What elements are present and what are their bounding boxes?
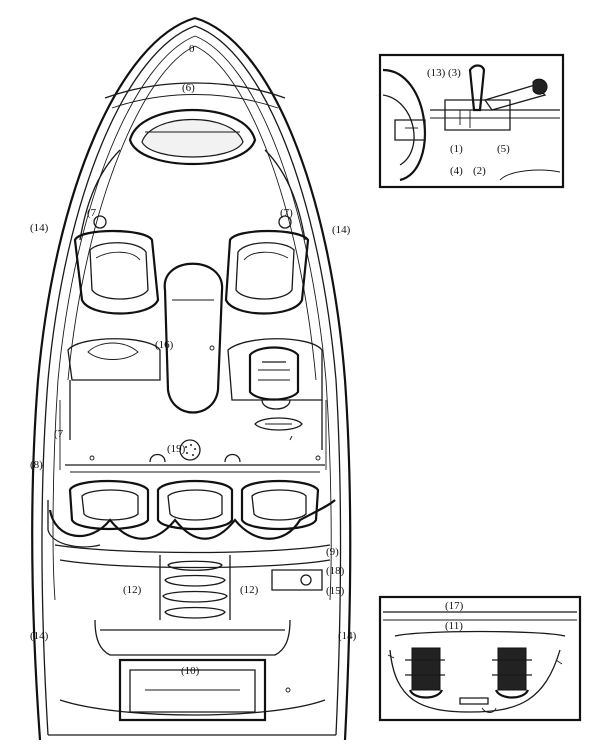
callout-11: (11) <box>445 620 463 632</box>
callout-18: (18) <box>326 565 345 577</box>
callout-12-right: (12) <box>240 584 259 596</box>
callout-3: (3) <box>448 67 461 79</box>
callout-19: (19) <box>167 443 186 455</box>
callout-15: (15) <box>326 585 345 597</box>
callout-12-left: (12) <box>123 584 142 596</box>
callout-4: (4) <box>450 165 463 177</box>
callout-14-lower-right: (14) <box>338 630 357 642</box>
callout-6: (6) <box>182 82 195 94</box>
callout-1: (1) <box>450 143 463 155</box>
stern-inset: (17) (11) <box>378 595 582 722</box>
callout-14-upper-right: (14) <box>332 224 351 236</box>
callout-7-side: (7 <box>54 428 64 440</box>
callout-16: (16) <box>155 339 174 351</box>
callout-2: (2) <box>473 165 486 177</box>
callout-7-left: (7 <box>87 207 97 219</box>
callout-5: (5) <box>497 143 510 155</box>
callout-14-lower-left: (14) <box>30 630 49 642</box>
boat-callouts: 0 (6) (7 (7) (14) (14) (16) (7 (19) (8) … <box>30 43 357 677</box>
callout-7-right: (7) <box>280 207 293 219</box>
callout-9: (9) <box>326 546 339 558</box>
callout-0: 0 <box>189 43 195 55</box>
boat-hull-drawing <box>31 16 352 741</box>
callout-13: (13) <box>427 67 446 79</box>
callout-17: (17) <box>445 600 464 612</box>
callout-8: (8) <box>30 459 43 471</box>
helm-inset: (13) (3) (1) (5) (4) (2) <box>378 53 565 189</box>
callout-14-upper-left: (14) <box>30 222 49 234</box>
callout-10: (10) <box>181 665 200 677</box>
